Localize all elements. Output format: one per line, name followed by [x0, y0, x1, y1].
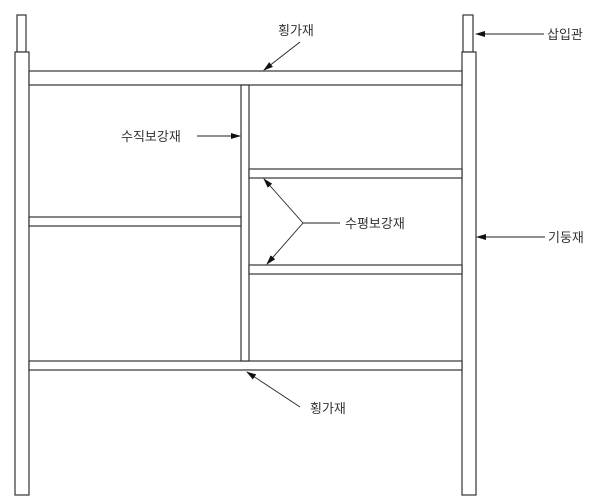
- label-horizontal-member-top: 횡가재: [278, 24, 314, 39]
- leader-horizontal-brace-up: [263, 178, 304, 224]
- horizontal-brace-upper-right: [248, 168, 463, 179]
- horizontal-member-bottom: [28, 360, 463, 371]
- insert-pipe-right: [462, 14, 474, 53]
- leader-horizontal-top: [263, 41, 301, 71]
- post-left: [14, 51, 30, 496]
- label-post: 기둥재: [548, 231, 584, 246]
- label-vertical-brace: 수직보강재: [121, 130, 181, 145]
- leader-horizontal-brace-down: [266, 222, 304, 265]
- horizontal-brace-lower-right: [248, 264, 463, 275]
- post-right: [461, 51, 477, 496]
- leader-horizontal-bottom: [246, 371, 301, 408]
- horizontal-member-top: [28, 70, 463, 86]
- label-horizontal-brace: 수평보강재: [345, 217, 405, 232]
- insert-pipe-left: [16, 14, 27, 53]
- label-insert-pipe: 삽입관: [547, 28, 583, 43]
- vertical-brace: [240, 84, 250, 362]
- horizontal-brace-left: [28, 216, 242, 227]
- label-horizontal-member-bottom: 횡가재: [310, 402, 346, 417]
